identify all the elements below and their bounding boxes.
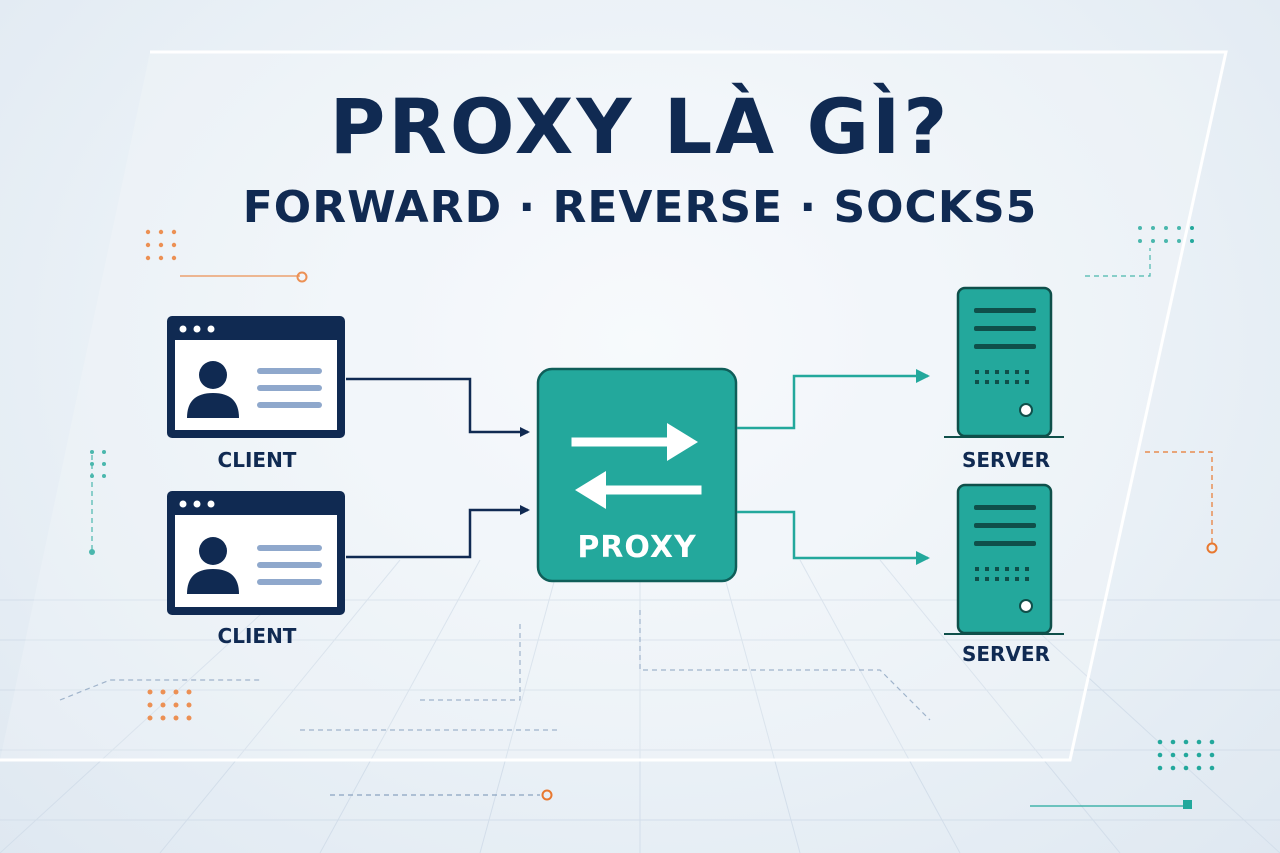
teal-dot-cluster-bottom-right (1157, 739, 1215, 771)
orange-dot-cluster-bottom-left (147, 689, 192, 721)
server-label: SERVER (961, 642, 1050, 666)
server-tower-icon (944, 286, 1064, 438)
trace-node-dot (541, 789, 553, 801)
trace-node-dot (296, 271, 308, 283)
trace-node-square (1183, 800, 1192, 809)
client-window-icon (167, 491, 345, 615)
server-label: SERVER (961, 448, 1050, 472)
circuit-traces (59, 248, 1213, 807)
trace-node-dot (1206, 542, 1218, 554)
teal-dot-cluster-top-right (1138, 226, 1194, 243)
proxy-to-server-connector (737, 510, 930, 565)
client-window-icon (167, 316, 345, 438)
proxy-label: PROXY (577, 530, 697, 565)
page-title: PROXY LÀ GÌ? (329, 82, 951, 171)
client-to-proxy-connector (346, 377, 530, 437)
server-tower-icon (944, 483, 1064, 635)
trace-node-dot (89, 549, 95, 555)
page-subtitle: FORWARD · REVERSE · SOCKS5 (242, 182, 1038, 233)
client-label: CLIENT (217, 448, 297, 472)
floor-grid (0, 559, 1280, 853)
orange-dot-cluster-top-left (145, 229, 177, 261)
proxy-box (536, 367, 738, 583)
proxy-to-server-connector (737, 369, 930, 430)
client-to-proxy-connector (346, 505, 530, 559)
client-label: CLIENT (217, 624, 297, 648)
teal-dot-cluster-left (90, 450, 106, 478)
